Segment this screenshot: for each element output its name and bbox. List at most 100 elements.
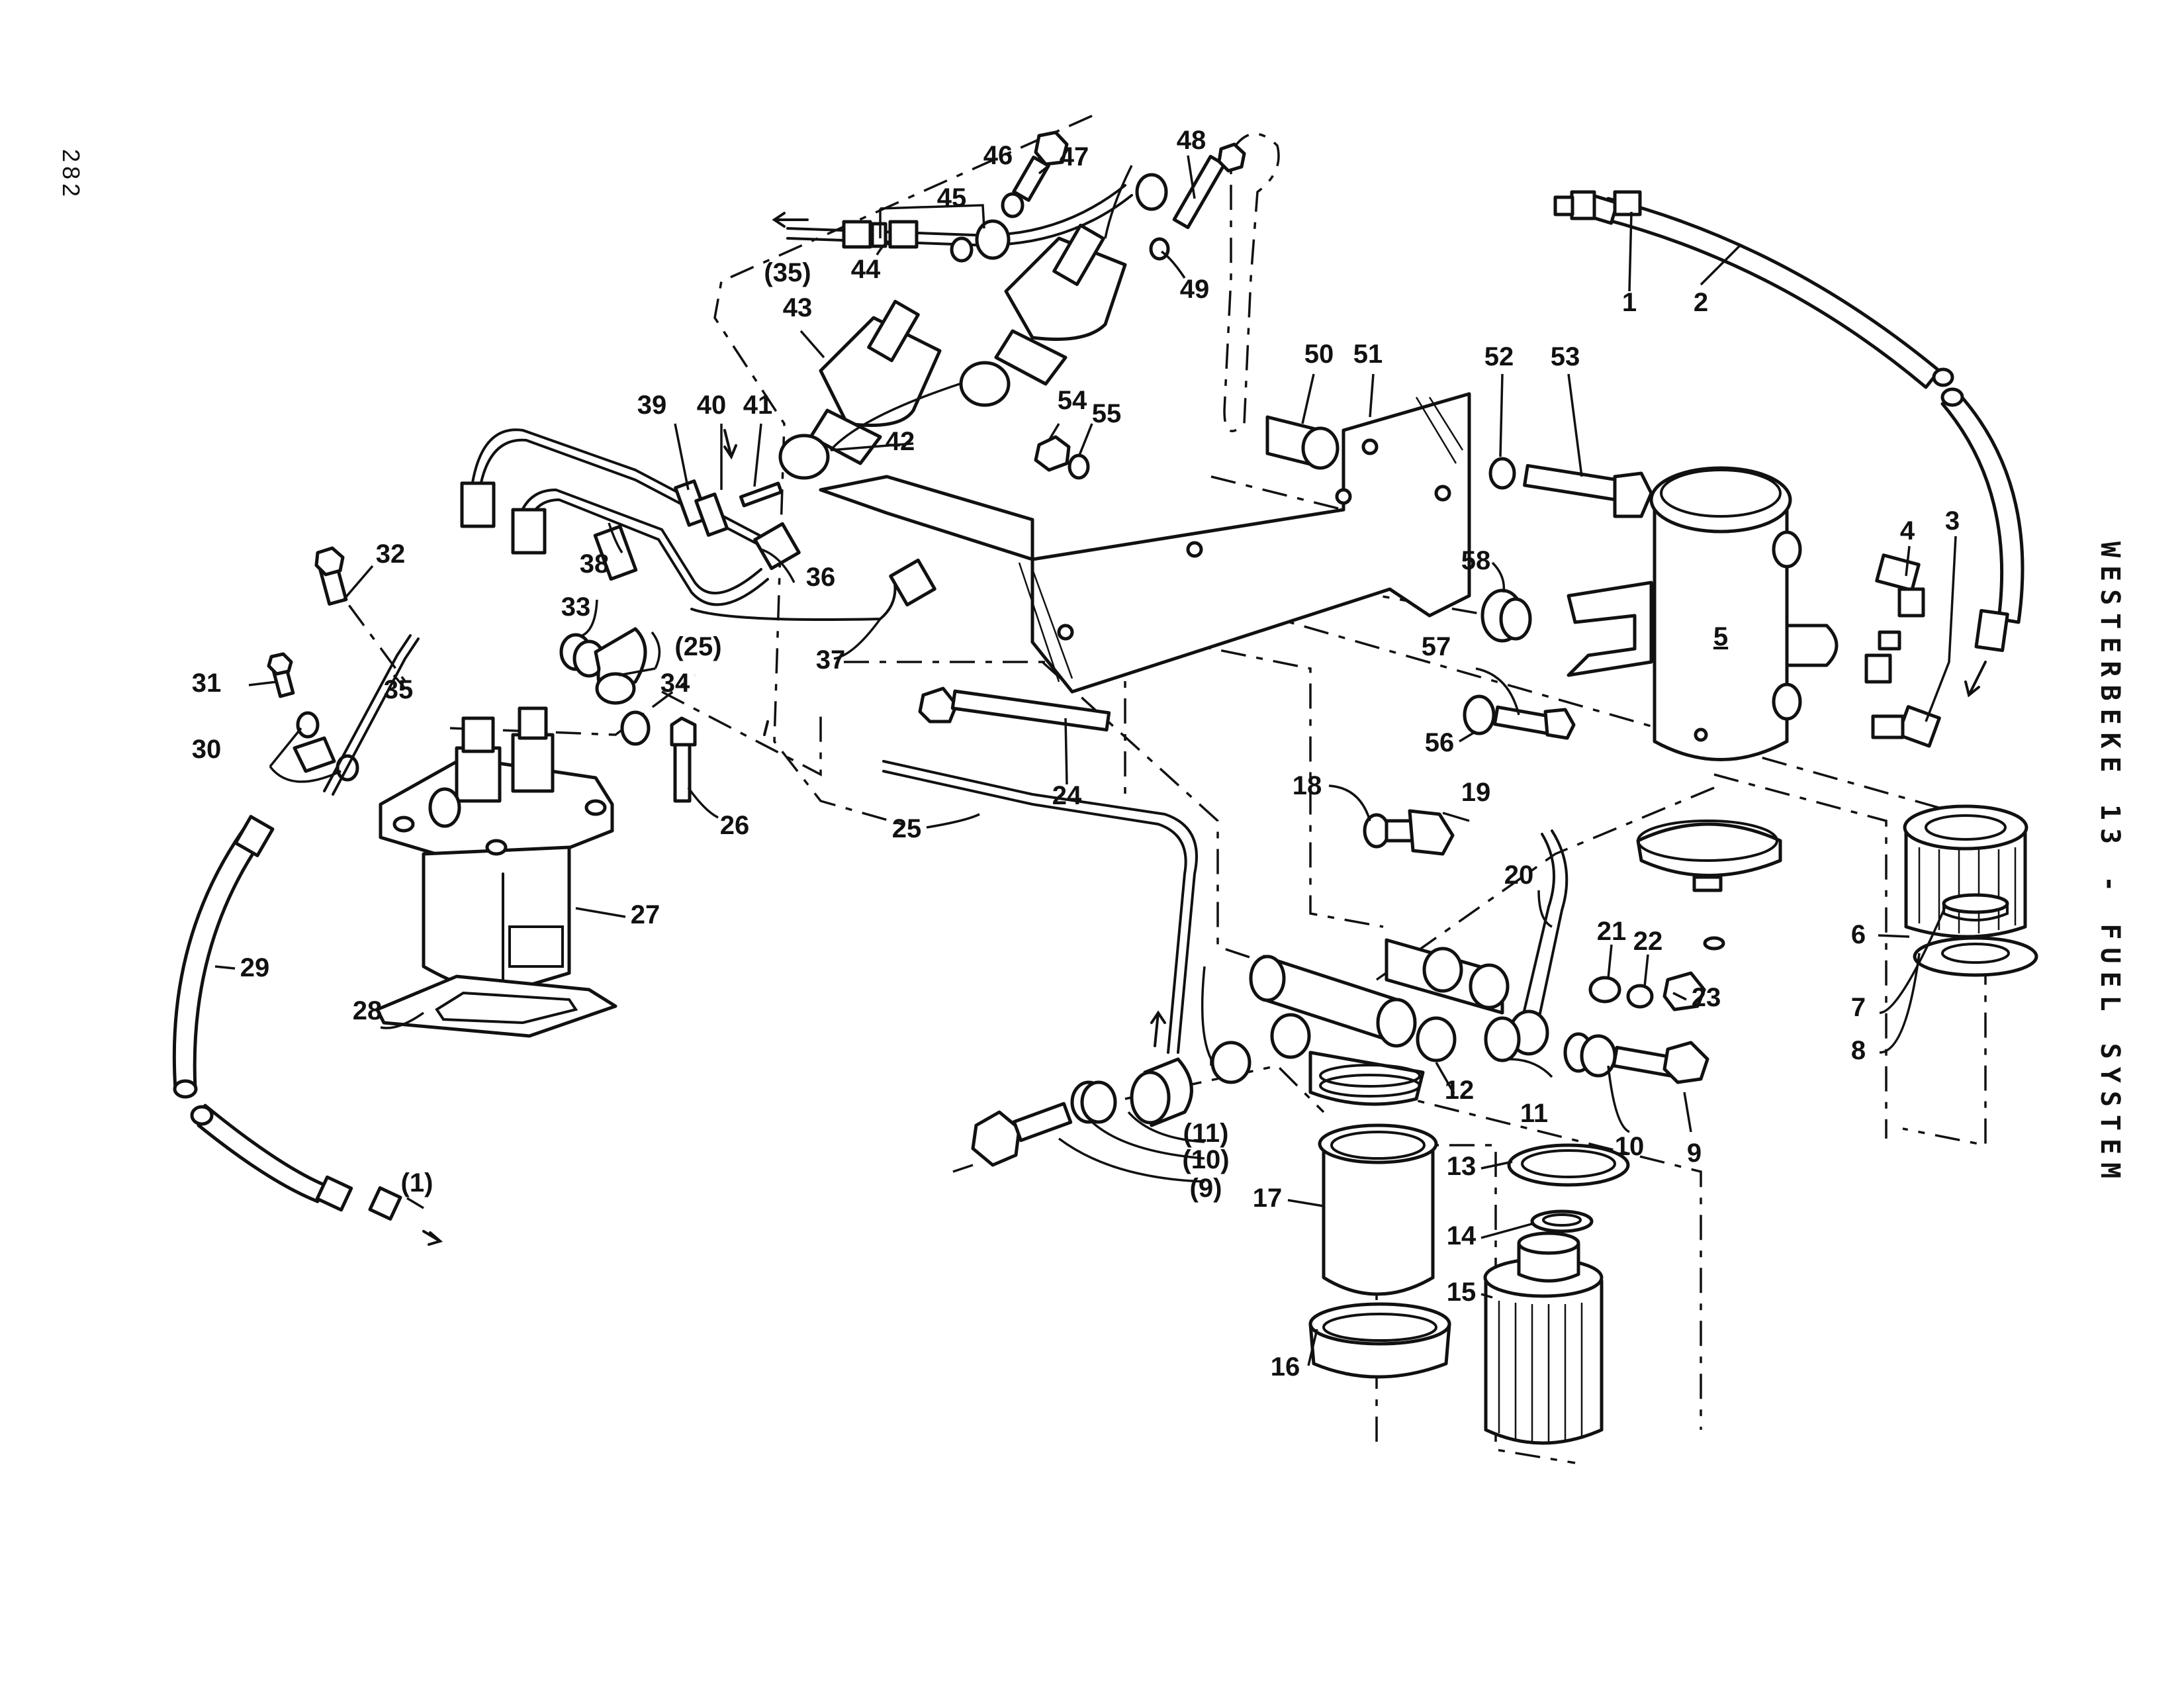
banjo-bolt-32: [314, 546, 348, 606]
return-hose: [172, 815, 402, 1221]
assembly-lines: [316, 115, 1987, 1464]
callout-31: 31: [192, 669, 222, 698]
fuel-hose-supply: [1584, 190, 2025, 652]
callout-r10: (10): [1182, 1145, 1229, 1174]
callout-17: 17: [1253, 1184, 1283, 1213]
banjo-bolt-9: [1563, 1032, 1709, 1084]
nut-54: [1034, 435, 1090, 480]
filter-bowl: [1318, 1123, 1438, 1296]
washer-56: [1463, 694, 1496, 735]
banjo-bolt-left: [971, 1041, 1251, 1167]
callout-9: 9: [1687, 1139, 1702, 1168]
callout-54: 54: [1058, 386, 1087, 415]
callout-r1: (1): [401, 1168, 433, 1197]
callout-25: 25: [892, 814, 922, 843]
electric-fuel-pump: [1567, 466, 1839, 761]
callout-13: 13: [1447, 1152, 1477, 1181]
flow-arrows: [422, 212, 1987, 1246]
callout-16: 16: [1271, 1352, 1300, 1382]
injector-return-line: [786, 173, 1168, 260]
o-ring-13: [1507, 1143, 1630, 1187]
callout-19: 19: [1461, 778, 1491, 807]
callout-26: 26: [720, 811, 750, 840]
callout-1: 1: [1622, 288, 1637, 317]
callout-5: 5: [1713, 622, 1728, 651]
callout-52: 52: [1484, 342, 1514, 371]
callout-28: 28: [353, 996, 383, 1025]
clamps: [593, 479, 784, 581]
callout-33: 33: [561, 592, 591, 622]
injection-pump: [379, 706, 614, 995]
return-line: [323, 634, 412, 792]
washers-33-34: [559, 627, 651, 746]
callout-8: 8: [1851, 1036, 1866, 1065]
bleed-screw: [1363, 809, 1455, 856]
bolt-53: [1488, 457, 1653, 518]
injector-right: [959, 223, 1127, 407]
bolt-24: [918, 686, 1111, 732]
injector-left: [778, 299, 942, 480]
callout-7: 7: [1851, 993, 1866, 1022]
callout-18: 18: [1293, 771, 1322, 800]
pump-gasket: [375, 974, 617, 1038]
callout-32: 32: [376, 539, 406, 569]
fuel-line-20: [1484, 829, 1706, 1062]
callout-43: 43: [783, 293, 813, 322]
pump-filter-element: [1903, 804, 2028, 939]
callout-51: 51: [1353, 340, 1383, 369]
callout-47: 47: [1060, 142, 1089, 171]
fitting-1: [1553, 190, 1596, 220]
banjo-bolt-31: [267, 652, 295, 698]
callout-10: 10: [1615, 1132, 1645, 1161]
callout-46: 46: [983, 141, 1013, 170]
retaining-ring: [1308, 1302, 1451, 1379]
callout-53: 53: [1551, 342, 1580, 371]
callout-30: 30: [192, 735, 222, 764]
injector-lines: [460, 428, 936, 621]
callout-35: 35: [384, 675, 414, 704]
grommet-58: [1480, 588, 1532, 643]
callout-34: 34: [660, 669, 690, 698]
callout-37: 37: [816, 645, 846, 675]
callout-20: 20: [1504, 861, 1534, 890]
gasket-8: [1913, 936, 2038, 977]
bolt-57: [1492, 705, 1576, 740]
callout-57: 57: [1422, 632, 1451, 661]
callout-44: 44: [851, 255, 881, 284]
callout-21: 21: [1597, 917, 1627, 946]
filter-element: [1483, 1231, 1604, 1445]
stud-48: [1149, 142, 1246, 261]
callout-38: 38: [580, 549, 610, 579]
leader-lines: [214, 155, 1957, 1366]
pump-cover: [1636, 820, 1782, 951]
callout-29: 29: [240, 953, 270, 982]
elbow-fitting-4: [1864, 553, 1925, 684]
callout-42: 42: [886, 427, 915, 456]
callout-r35: (35): [764, 258, 811, 287]
bolt-26: [670, 716, 697, 803]
callout-48: 48: [1177, 126, 1206, 155]
magnet: [1942, 893, 2009, 921]
diagram-title: WESTERBEKE 13 - FUEL SYSTEM: [2095, 541, 2125, 1187]
callout-45: 45: [937, 183, 967, 212]
callout-r9: (9): [1190, 1174, 1222, 1203]
callout-3: 3: [1945, 506, 1960, 536]
callout-55: 55: [1092, 399, 1122, 428]
callout-49: 49: [1180, 275, 1210, 304]
banjo-bolt-46: [950, 130, 1069, 263]
stop-lever-outline: [1223, 132, 1280, 432]
callout-56: 56: [1425, 728, 1455, 757]
callout-r25: (25): [674, 632, 721, 661]
callout-27: 27: [631, 900, 660, 929]
callout-23: 23: [1692, 983, 1721, 1012]
callout-15: 15: [1447, 1278, 1477, 1307]
callout-58: 58: [1461, 546, 1491, 575]
callout-41: 41: [743, 391, 773, 420]
callout-12: 12: [1445, 1076, 1475, 1105]
callout-40: 40: [697, 391, 727, 420]
callout-24: 24: [1052, 781, 1082, 810]
fuel-line: [882, 760, 1198, 1054]
callout-6: 6: [1851, 920, 1866, 949]
